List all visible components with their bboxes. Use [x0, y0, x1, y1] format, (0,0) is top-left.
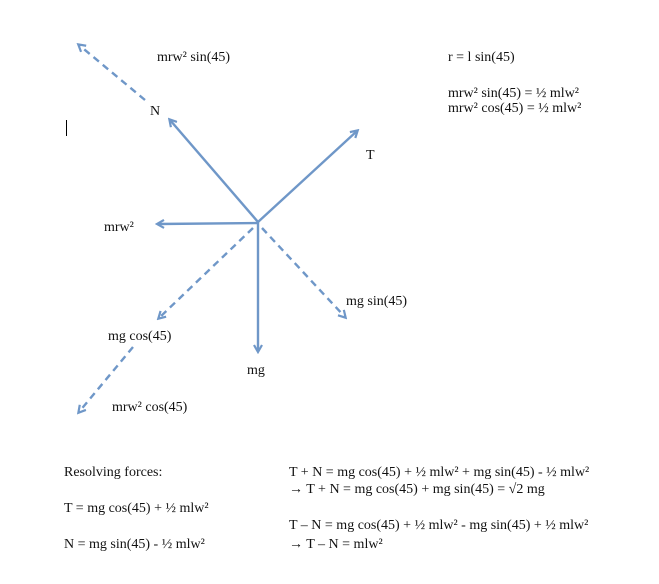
- mg-sin-component-arrow: [261, 227, 345, 317]
- mrw2-cos-component-arrow: [79, 346, 134, 412]
- normal-force-arrow: [170, 120, 259, 223]
- n-equation: N = mg sin(45) - ½ mlw²: [64, 537, 205, 552]
- t-equation: T = mg cos(45) + ½ mlw²: [64, 501, 209, 516]
- label-mrw2: mrw²: [104, 220, 134, 235]
- mg-cos-component-arrow: [159, 227, 254, 318]
- resolving-heading: Resolving forces:: [64, 465, 163, 480]
- difference-equation: T – N = mg cos(45) + ½ mlw² - mg sin(45)…: [289, 518, 589, 533]
- label-t: T: [366, 148, 375, 163]
- label-mg: mg: [247, 363, 265, 378]
- label-mg-sin: mg sin(45): [346, 294, 408, 309]
- equation-cos: mrw² cos(45) = ½ mlw²: [448, 101, 582, 116]
- tension-arrow: [257, 131, 357, 223]
- equation-sin: mrw² sin(45) = ½ mlw²: [448, 86, 580, 101]
- label-mrw2-sin: mrw² sin(45): [157, 50, 231, 65]
- sum-equation: T + N = mg cos(45) + ½ mlw² + mg sin(45)…: [289, 465, 590, 480]
- r-definition: r = l sin(45): [448, 50, 515, 65]
- centripetal-arrow: [158, 223, 259, 224]
- label-mg-cos: mg cos(45): [108, 329, 172, 344]
- label-mrw2-cos: mrw² cos(45): [112, 400, 188, 415]
- difference-result: → T – N = mlw²: [289, 537, 383, 552]
- label-n: N: [150, 104, 161, 119]
- sum-result: → T + N = mg cos(45) + mg sin(45) = √2 m…: [289, 482, 545, 497]
- text-cursor: [66, 120, 67, 136]
- mrw2-sin-component-arrow: [79, 45, 146, 101]
